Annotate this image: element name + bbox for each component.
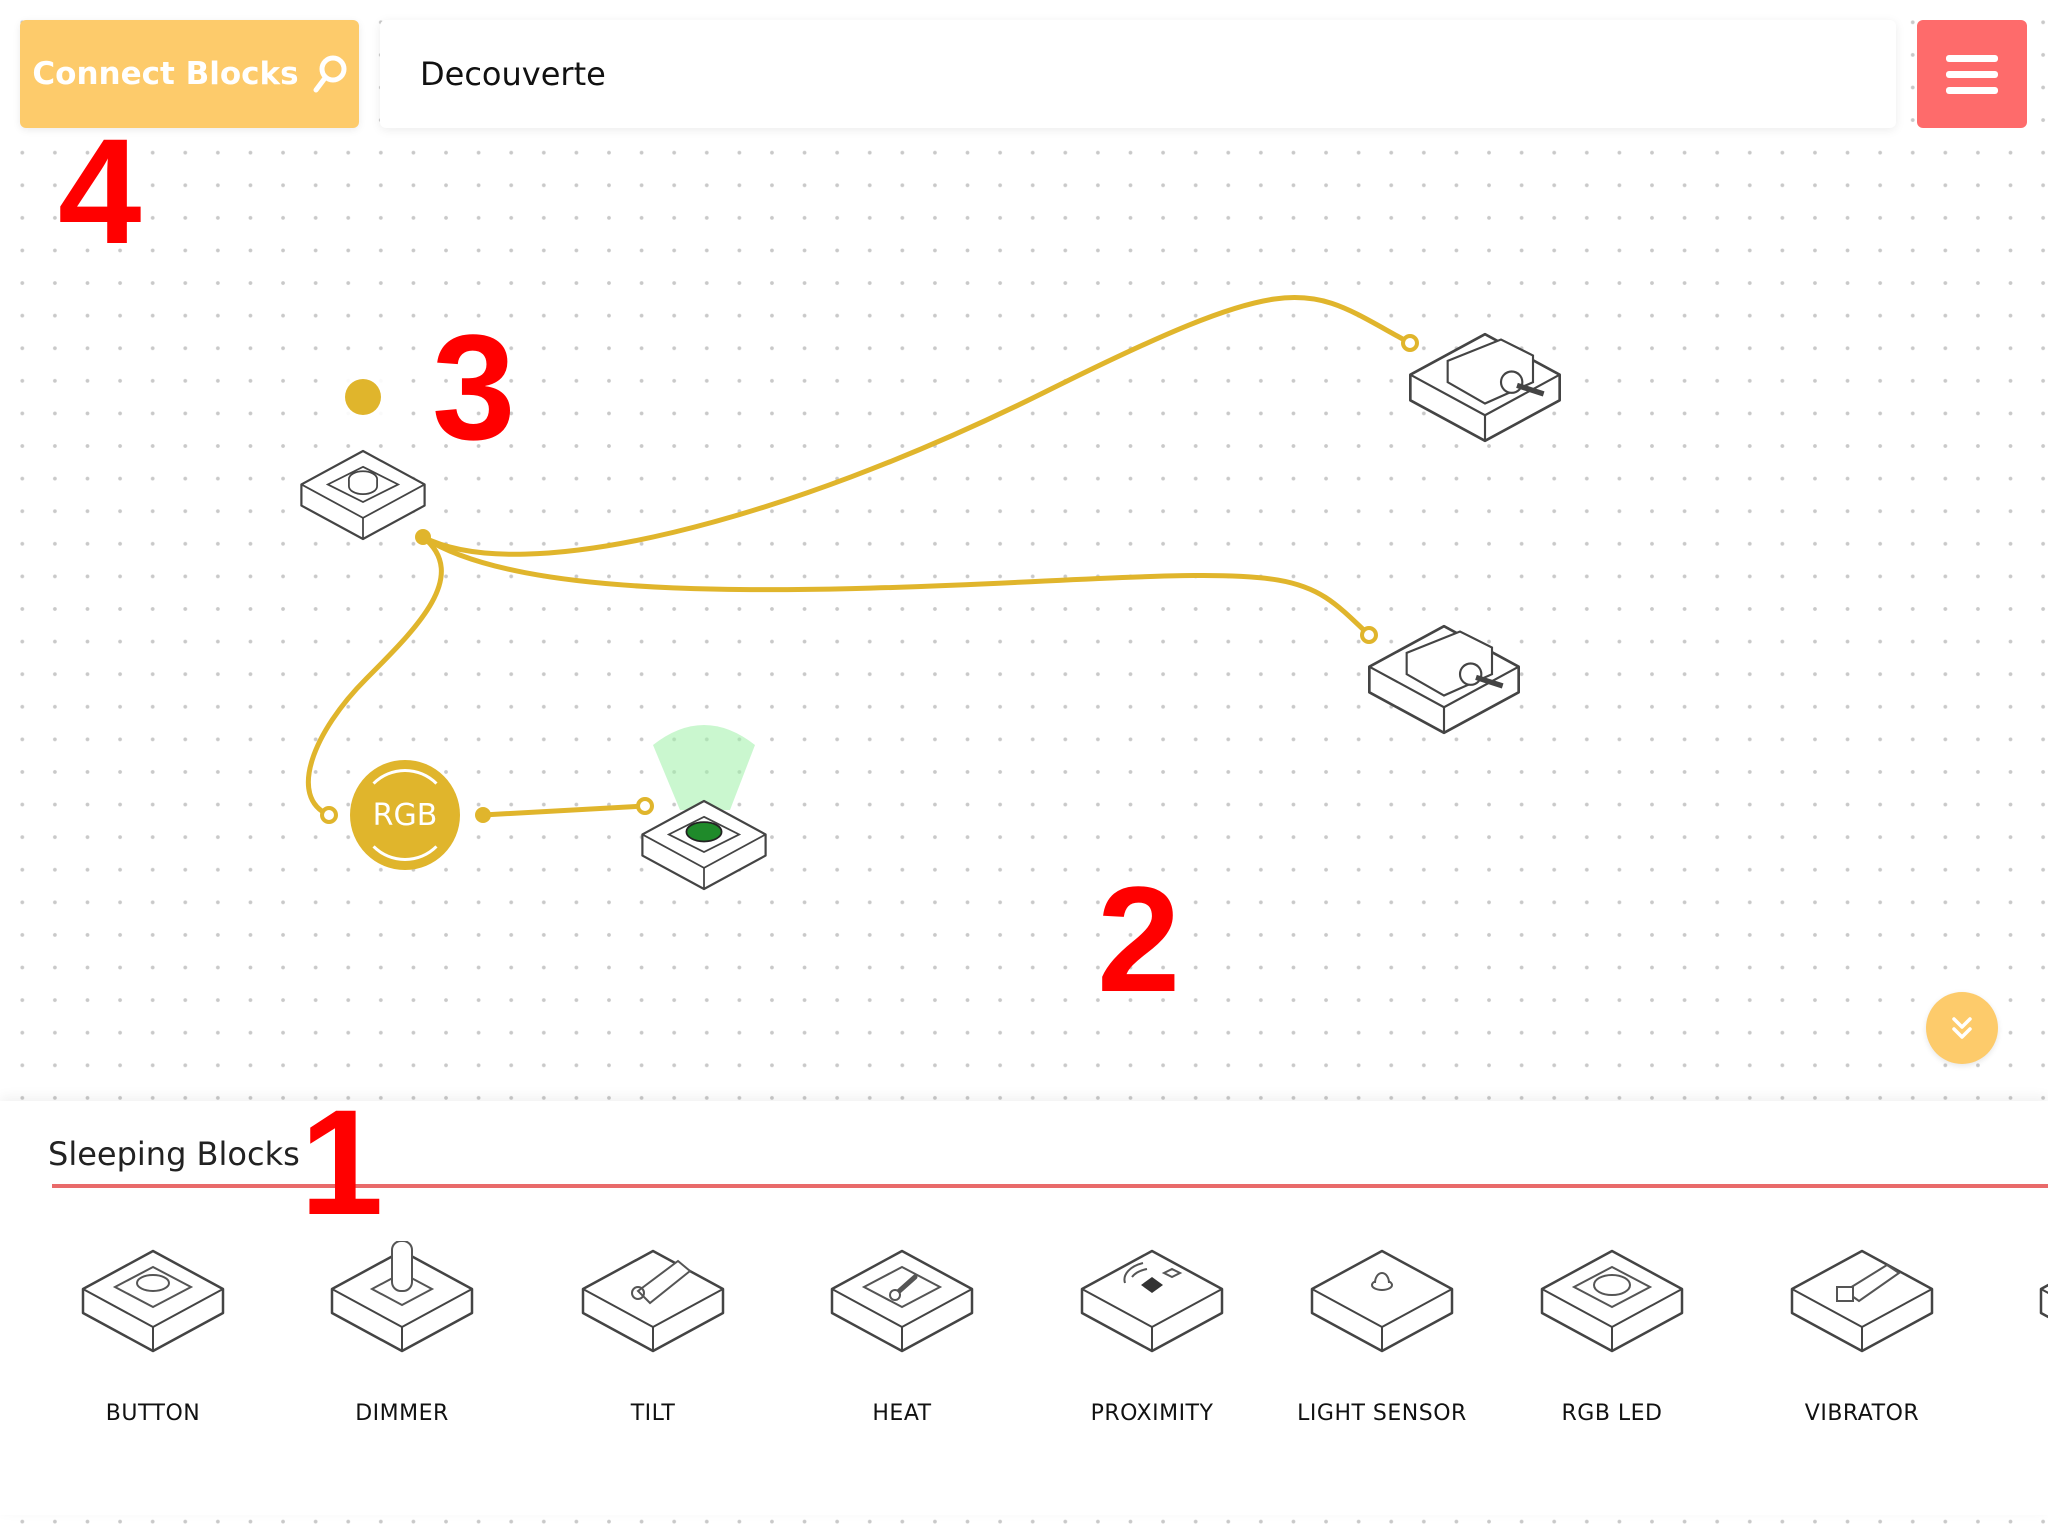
rgb-cycle-icon bbox=[359, 769, 451, 861]
sleeping-blocks-panel: Sleeping Blocks 1 BUTTON DIMMER TILT HEA… bbox=[0, 1087, 2048, 1515]
wire-rgb-to-led bbox=[480, 803, 648, 818]
hamburger-icon-bar bbox=[1946, 70, 1998, 78]
palette-item-dimmer[interactable]: DIMMER bbox=[302, 1241, 502, 1426]
dimmer-block-icon bbox=[330, 1241, 474, 1353]
wire-button-to-vibrator-1 bbox=[420, 294, 1413, 557]
project-title: Decouverte bbox=[420, 55, 606, 93]
palette-item-heat[interactable]: HEAT bbox=[802, 1241, 1002, 1426]
canvas-rgb-led-block[interactable] bbox=[638, 790, 770, 904]
search-icon bbox=[313, 55, 347, 93]
wire-start-point bbox=[475, 807, 491, 823]
palette-item-light-sensor[interactable]: LIGHT SENSOR bbox=[1282, 1241, 1482, 1426]
button-status-dot bbox=[345, 379, 381, 415]
panel-divider bbox=[52, 1184, 2048, 1188]
canvas-vibrator-block-1[interactable] bbox=[1405, 320, 1565, 459]
block-icon bbox=[2039, 1249, 2048, 1353]
palette-label: RGB LED bbox=[1561, 1401, 1663, 1426]
hamburger-icon bbox=[1946, 54, 1998, 62]
tilt-block-icon bbox=[581, 1249, 725, 1353]
palette-item-tilt[interactable]: TILT bbox=[553, 1241, 753, 1426]
wire-button-to-rgb bbox=[305, 534, 444, 818]
palette-item-proximity[interactable]: PROXIMITY bbox=[1052, 1241, 1252, 1426]
palette-label: HEAT bbox=[872, 1401, 932, 1426]
palette-label: VIBRATOR bbox=[1804, 1401, 1920, 1426]
annotation-1: 1 bbox=[300, 1078, 384, 1246]
palette-label: PROXIMITY bbox=[1090, 1401, 1214, 1426]
collapse-panel-button[interactable] bbox=[1926, 992, 1998, 1064]
vibrator-block-icon bbox=[1790, 1249, 1934, 1353]
wire-endpoint bbox=[636, 797, 654, 815]
led-light-cone bbox=[653, 725, 755, 810]
light-sensor-block-icon bbox=[1310, 1249, 1454, 1353]
rgb-led-block-icon bbox=[1540, 1249, 1684, 1353]
double-chevron-down-icon bbox=[1952, 1017, 1972, 1039]
button-block-icon bbox=[81, 1249, 225, 1353]
sleeping-blocks-title: Sleeping Blocks bbox=[48, 1135, 300, 1173]
annotation-3: 3 bbox=[432, 303, 516, 471]
palette-label: LIGHT SENSOR bbox=[1297, 1401, 1467, 1426]
menu-button[interactable] bbox=[1917, 20, 2027, 128]
project-title-field[interactable]: Decouverte bbox=[380, 20, 1896, 128]
palette-label: BUTTON bbox=[105, 1401, 201, 1426]
canvas-button-block[interactable] bbox=[297, 440, 429, 554]
connect-blocks-button[interactable]: Connect Blocks bbox=[20, 20, 359, 128]
palette-item-vibrator[interactable]: VIBRATOR bbox=[1762, 1241, 1962, 1426]
hamburger-icon-bar bbox=[1946, 86, 1998, 94]
wire-button-to-vibrator-2 bbox=[420, 534, 1372, 638]
wire-endpoint bbox=[320, 806, 338, 824]
palette-item-partial[interactable] bbox=[2036, 1241, 2048, 1361]
wire-endpoint bbox=[1401, 334, 1419, 352]
canvas-vibrator-block-2[interactable] bbox=[1364, 612, 1524, 751]
wires-layer bbox=[305, 294, 1419, 824]
wire-endpoint bbox=[1360, 626, 1378, 644]
proximity-block-icon bbox=[1080, 1249, 1224, 1353]
palette-label: TILT bbox=[630, 1401, 676, 1426]
connect-blocks-label: Connect Blocks bbox=[32, 56, 299, 92]
heat-block-icon bbox=[830, 1249, 974, 1353]
annotation-2: 2 bbox=[1097, 855, 1181, 1023]
palette-label: DIMMER bbox=[355, 1401, 449, 1426]
palette-item-rgb-led[interactable]: RGB LED bbox=[1512, 1241, 1712, 1426]
wire-start-point bbox=[415, 529, 431, 545]
annotation-4: 4 bbox=[58, 107, 142, 275]
palette-item-button[interactable]: BUTTON bbox=[53, 1241, 253, 1426]
canvas-rgb-node[interactable]: RGB bbox=[350, 760, 460, 870]
